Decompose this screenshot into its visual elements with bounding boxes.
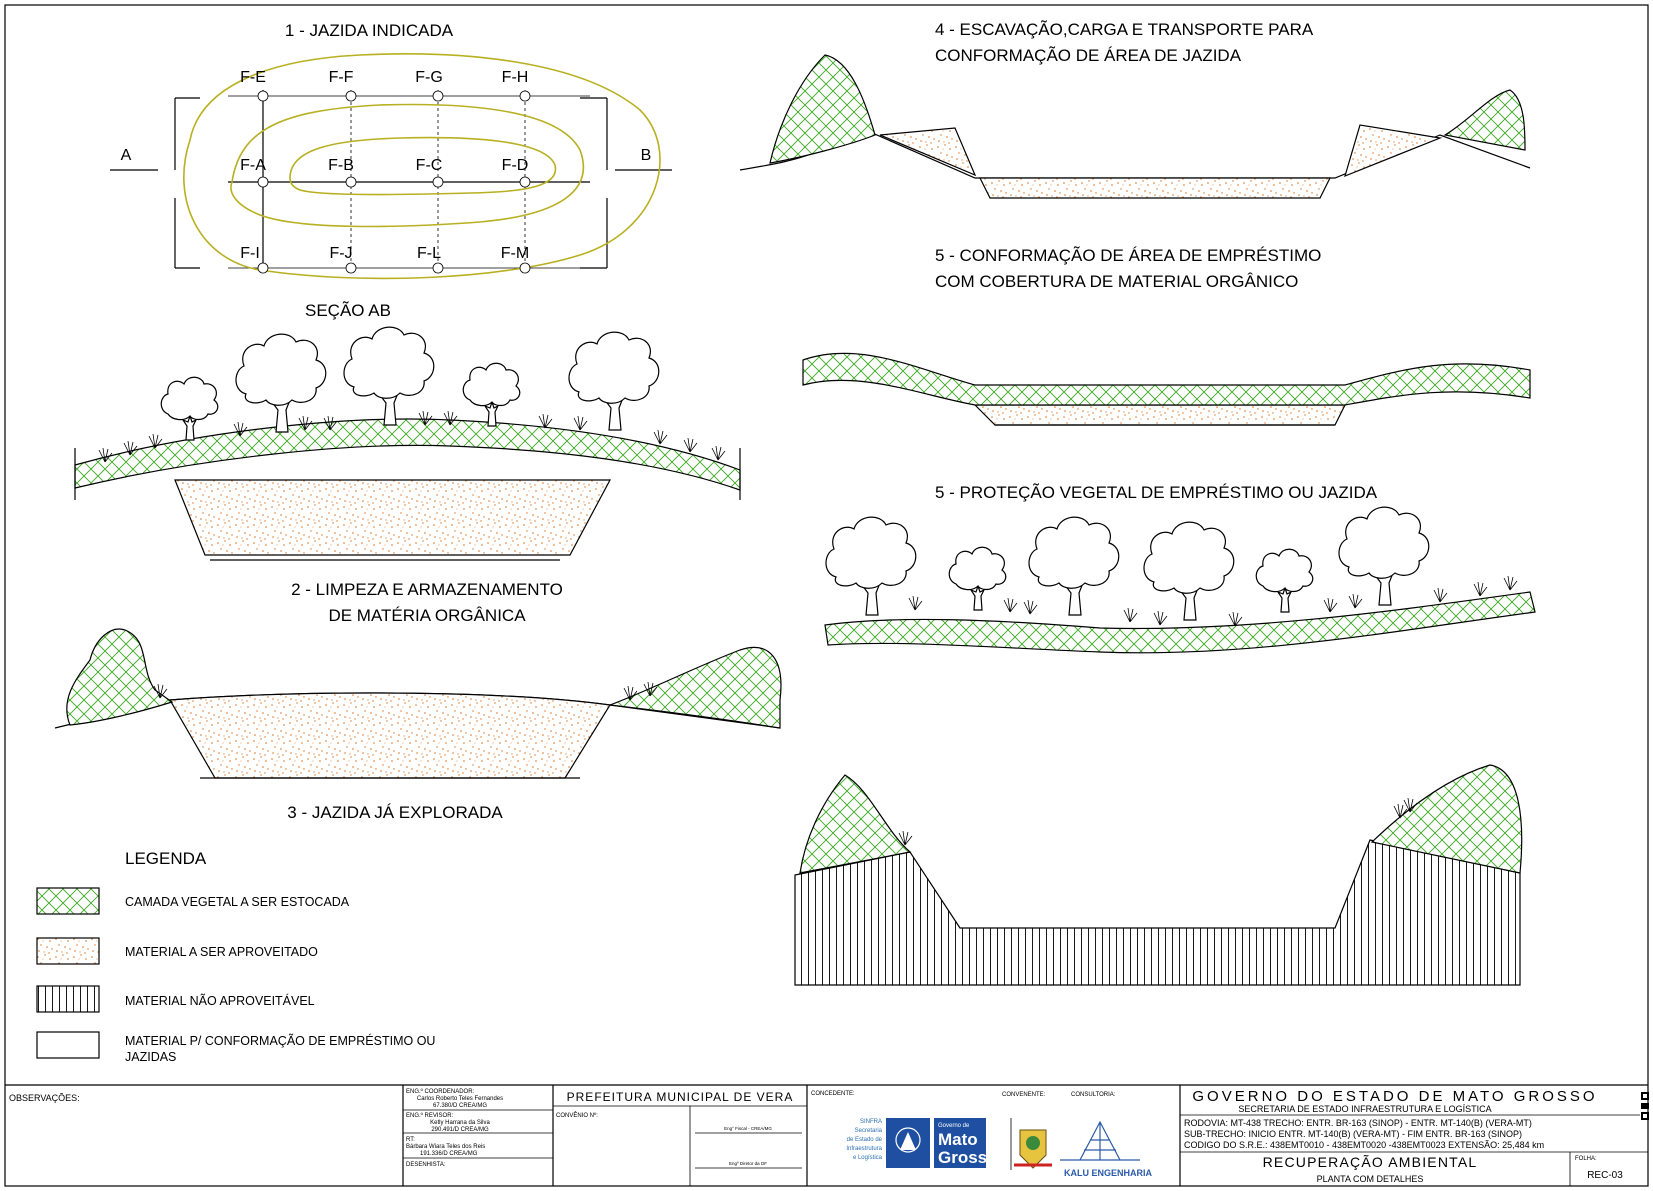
secretaria-subtitle: SECRETARIA DE ESTADO INFRAESTRUTURA E LO… [1238,1104,1491,1114]
point-a-label: A [121,147,132,164]
legend-swatch-veg [36,887,100,915]
legend-swatch-blank [36,1031,100,1059]
drawing-title: RECUPERAÇÃO AMBIENTAL [1263,1154,1478,1170]
convenente-label: CONVENENTE: [1002,1092,1046,1098]
hole-label: F-E [240,69,266,86]
consultoria-label: CONSULTORIA: [1071,1092,1116,1098]
codigo-line: CODIGO DO S.R.E.: 438EMT0010 - 438EMT002… [1184,1140,1544,1150]
legend-swatch-vertical [36,985,100,1013]
section-3-title: 3 - JAZIDA JÁ EXPLORADA [287,803,503,822]
revisor-name: Ketly Harrana da Silva [430,1120,490,1126]
section-2-profile: 2 - LIMPEZA E ARMAZENAMENTO DE MATÉRIA O… [74,326,741,625]
section-5a-profile: 5 - CONFORMAÇÃO DE ÁREA DE EMPRÉSTIMO CO… [802,246,1531,426]
coordenador-name: Carlos Roberto Teles Fernandes [417,1096,503,1102]
hole-label: F-C [416,157,443,174]
legend-title: LEGENDA [125,849,207,868]
sinfra-line: SINFRA [860,1119,882,1125]
kalu-logo: KALU ENGENHARIA [1060,1120,1153,1178]
point-b-label: B [641,147,652,164]
legend-label: MATERIAL NÃO APROVEITÁVEL [125,993,315,1008]
governo-title: GOVERNO DO ESTADO DE MATO GROSSO [1192,1088,1597,1105]
sinfra-logo: SINFRA Secretaria de Estado de Infraestr… [846,1118,930,1168]
qr-code-icon [1641,1092,1649,1120]
mato-grosso-badge-icon [934,1118,986,1168]
sheet-frame [4,4,1649,1187]
section-1-title: 1 - JAZIDA INDICADA [285,21,454,40]
sinfra-line: Secretaria [855,1128,883,1134]
folha-number: REC-03 [1587,1170,1623,1181]
drawing-subtitle: PLANTA COM DETALHES [1317,1174,1424,1184]
prefeitura-label: PREFEITURA MUNICIPAL DE VERA [567,1090,794,1104]
municipal-crest-icon [1014,1129,1052,1169]
hole-label: F-L [417,245,441,262]
revisor-crea: 290.491/D CREA/MG [431,1127,489,1133]
legend-label: CAMADA VEGETAL A SER ESTOCADA [125,895,350,909]
rt-crea: 191.336/D CREA/MG [420,1151,478,1157]
hole-label: F-G [415,69,443,86]
concedente-label: CONCEDENTE: [811,1091,855,1097]
sinfra-line: e Logística [853,1155,883,1161]
section-5b-title: 5 - PROTEÇÃO VEGETAL DE EMPRÉSTIMO OU JA… [935,483,1378,502]
mato-text: Mato [938,1130,978,1149]
hole-label: F-A [240,157,266,174]
bridge-icon [1060,1120,1140,1161]
revisor-label: ENG.º REVISOR: [406,1112,454,1119]
coordenador-label: ENG.º COORDENADOR: [406,1088,475,1095]
section-3-profile: 3 - JAZIDA JÁ EXPLORADA [54,628,782,822]
rodovia-line: RODOVIA: MT-438 TRECHO: ENTR. BR-163 (SI… [1184,1118,1532,1128]
grosso-text: Grosso [938,1148,998,1167]
hole-label: F-H [502,69,529,86]
signature-diretor: Engº Diretor da DF [729,1161,767,1166]
section-4-title-line1: 4 - ESCAVAÇÃO,CARGA E TRANSPORTE PARA [935,20,1314,39]
hole-label: F-B [328,157,354,174]
section-5a-title-line1: 5 - CONFORMAÇÃO DE ÁREA DE EMPRÉSTIMO [935,246,1321,265]
legend-label: JAZIDAS [125,1050,176,1064]
section-6-profile [794,764,1523,986]
legend-swatch-mat [36,937,100,965]
section-5a-title-line2: COM COBERTURA DE MATERIAL ORGÂNICO [935,272,1298,291]
observacoes-label: OBSERVAÇÕES: [9,1093,80,1103]
section-4-profile: 4 - ESCAVAÇÃO,CARGA E TRANSPORTE PARA CO… [739,20,1531,199]
section-2-title-line1: 2 - LIMPEZA E ARMAZENAMENTO [291,580,563,599]
convenio-label: CONVÊNIO Nº: [556,1111,598,1119]
legend-label: MATERIAL A SER APROVEITADO [125,945,318,959]
sinfra-line: Infraestrutura [846,1146,882,1152]
hole-label: F-M [501,245,529,262]
section-1-plan: 1 - JAZIDA INDICADA [110,21,672,320]
sinfra-line: de Estado de [847,1137,883,1143]
folha-label: FOLHA: [1575,1156,1597,1162]
desenhista-label: DESENHISTA: [406,1162,446,1168]
rt-name: Bárbara Wiara Teles dos Reis [406,1144,485,1150]
section-4-title-line2: CONFORMAÇÃO DE ÁREA DE JAZIDA [935,46,1242,65]
hole-label: F-D [502,157,529,174]
section-ab-label: SEÇÃO AB [305,301,391,320]
coordenador-crea: 67.380/D CREA/MG [433,1103,487,1109]
title-block: OBSERVAÇÕES: ENG.º COORDENADOR: Carlos R… [5,1084,1649,1186]
legend-label: MATERIAL P/ CONFORMAÇÃO DE EMPRÉSTIMO OU [125,1033,435,1048]
section-5b-profile: 5 - PROTEÇÃO VEGETAL DE EMPRÉSTIMO OU JA… [824,483,1536,654]
hole-label: F-J [329,245,352,262]
hole-label: F-I [240,245,260,262]
legend: LEGENDA CAMADA VEGETAL A SER ESTOCADA MA… [36,849,435,1064]
rt-label: RT: [406,1137,415,1143]
mato-grosso-logo: Governo de Mato Grosso [934,1118,998,1168]
section-2-title-line2: DE MATÉRIA ORGÂNICA [328,606,526,625]
signature-fiscal: Eng° Fiscal - CREA/MG [724,1126,772,1131]
kalu-text: KALU ENGENHARIA [1064,1168,1153,1178]
hole-label: F-F [329,69,354,86]
gov-small-text: Governo de [938,1123,970,1129]
subtrecho-line: SUB-TRECHO: INICIO ENTR. MT-140(B) (VERA… [1184,1129,1522,1139]
